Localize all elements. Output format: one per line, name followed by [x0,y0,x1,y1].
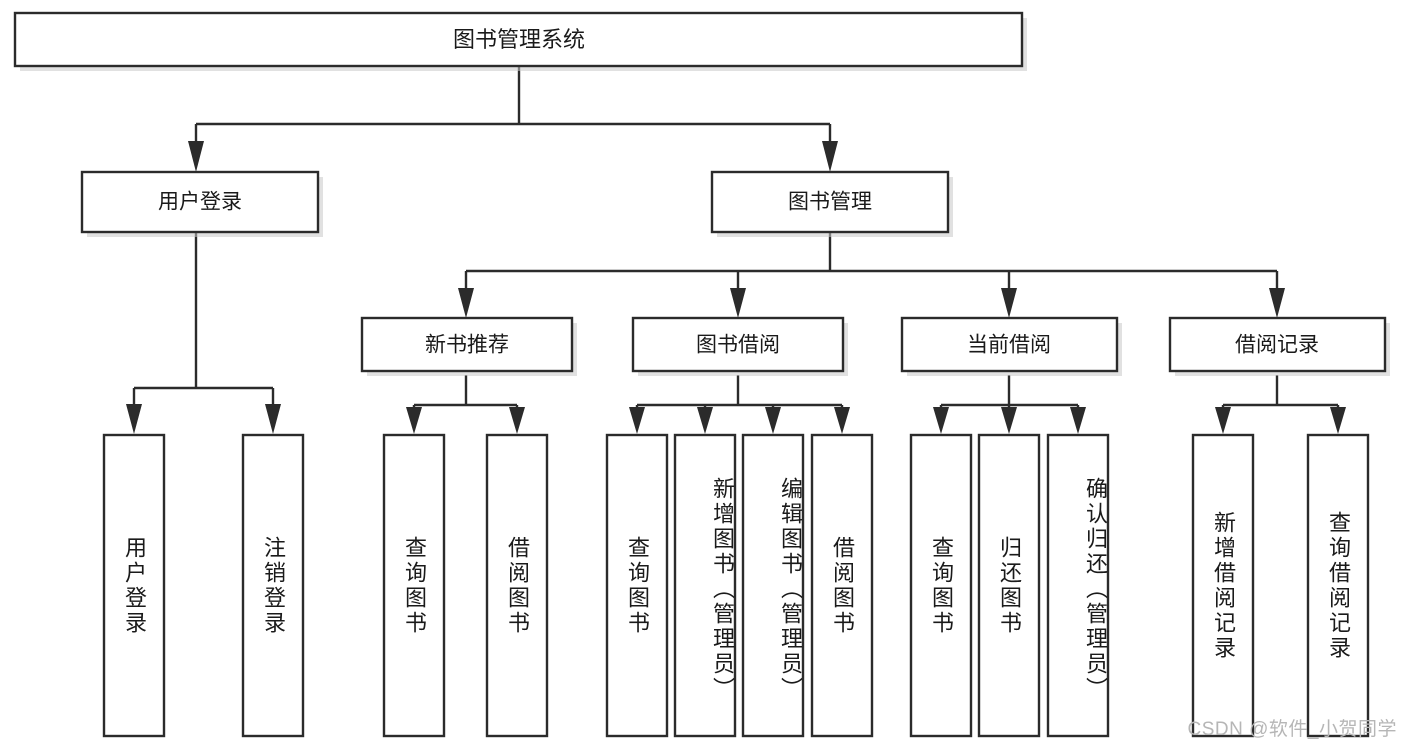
node-leaf-query-record-rect[interactable] [1306,433,1370,738]
node-root-rect[interactable] [13,11,1024,68]
node-user-login-rect[interactable] [80,170,320,234]
arrow-head-leaf-query-book-1 [406,407,422,434]
node-root-label: 图书管理系统 [453,27,585,52]
arrow-head-borrow-record [1269,288,1285,318]
csdn-watermark: CSDN @软件_小贺同学 [1187,719,1397,740]
node-new-book-recommend-label: 新书推荐 [425,334,509,357]
node-leaf-edit-book-rect[interactable] [741,433,805,738]
leaf-boxes-layer [102,433,1370,738]
node-leaf-logout-rect[interactable] [241,433,305,738]
arrow-head-book-borrow [730,288,746,318]
node-current-borrow-label: 当前借阅 [967,334,1051,357]
node-book-borrow[interactable]: 图书借阅 [631,316,848,376]
arrow-head-leaf-return-book [1001,407,1017,434]
arrow-head-current-borrow [1001,288,1017,318]
node-leaf-query-book-1-rect[interactable] [382,433,446,738]
node-leaf-return-book-rect[interactable] [977,433,1041,738]
node-leaf-add-book-rect[interactable] [673,433,737,738]
node-book-borrow-rect[interactable] [631,316,845,373]
node-borrow-record-rect[interactable] [1168,316,1387,373]
node-new-book-recommend[interactable]: 新书推荐 [360,316,577,376]
node-leaf-query-book-2-rect[interactable] [605,433,669,738]
arrow-head-leaf-add-book [697,407,713,434]
node-leaf-query-book-3-rect[interactable] [909,433,973,738]
arrow-head-leaf-logout [265,404,281,434]
node-borrow-record[interactable]: 借阅记录 [1168,316,1390,376]
node-user-login-label: 用户登录 [158,191,242,214]
arrow-head-book-manage [822,141,838,172]
node-book-manage-rect[interactable] [710,170,950,234]
node-book-manage[interactable]: 图书管理 [710,170,953,237]
arrow-head-leaf-borrow-book-1 [509,407,525,434]
arrow-head-leaf-edit-book [765,407,781,434]
arrow-head-leaf-query-book-3 [933,407,949,434]
node-leaf-confirm-return-rect[interactable] [1046,433,1110,738]
node-leaf-borrow-book-2-rect[interactable] [810,433,874,738]
node-borrow-record-label: 借阅记录 [1235,334,1319,357]
arrow-head-leaf-query-book-2 [629,407,645,434]
node-book-borrow-label: 图书借阅 [696,334,780,357]
node-root[interactable]: 图书管理系统 [13,11,1027,71]
node-user-login[interactable]: 用户登录 [80,170,323,237]
arrow-head-leaf-query-record [1330,407,1346,434]
node-leaf-user-login-rect[interactable] [102,433,166,738]
node-current-borrow[interactable]: 当前借阅 [900,316,1122,376]
node-leaf-borrow-book-1-rect[interactable] [485,433,549,738]
node-new-book-recommend-rect[interactable] [360,316,574,373]
arrow-head-user-login [188,141,204,172]
arrow-head-leaf-user-login [126,404,142,434]
arrow-head-leaf-confirm-return [1070,407,1086,434]
node-current-borrow-rect[interactable] [900,316,1119,373]
connector-layer [126,67,1346,434]
node-leaf-add-record-rect[interactable] [1191,433,1255,738]
arrow-head-leaf-add-record [1215,407,1231,434]
arrow-head-leaf-borrow-book-2 [834,407,850,434]
arrow-head-new-book-recommend [458,288,474,318]
node-book-manage-label: 图书管理 [788,191,872,214]
